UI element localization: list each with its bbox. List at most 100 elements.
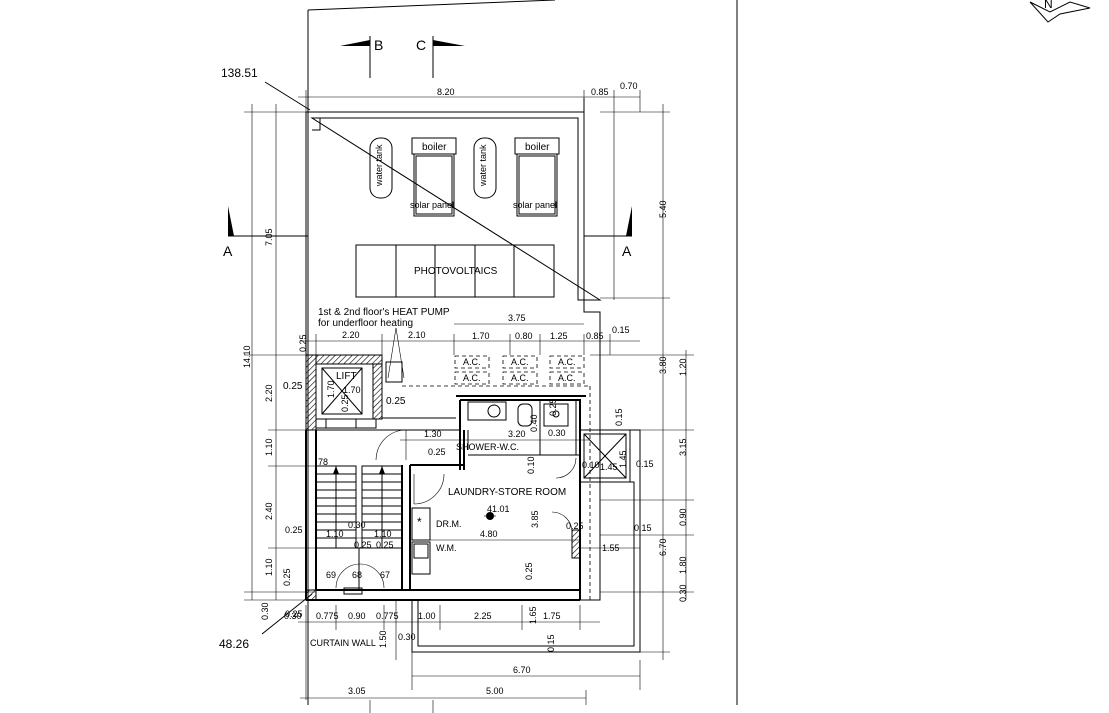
svg-text:1.75: 1.75 xyxy=(543,611,561,621)
staircase: 78 69 68 67 xyxy=(315,457,403,590)
svg-text:0.15: 0.15 xyxy=(612,325,630,335)
svg-text:14.10: 14.10 xyxy=(242,345,252,368)
svg-text:3.80: 3.80 xyxy=(658,356,668,374)
svg-text:41.01: 41.01 xyxy=(487,504,510,514)
svg-text:0.85: 0.85 xyxy=(586,331,604,341)
svg-text:2.20: 2.20 xyxy=(342,330,360,340)
svg-text:A.C.: A.C. xyxy=(558,373,576,383)
svg-text:0.30: 0.30 xyxy=(260,602,270,620)
svg-text:2.20: 2.20 xyxy=(264,384,274,402)
dimension-lines xyxy=(244,90,694,713)
svg-text:B: B xyxy=(374,37,383,53)
svg-text:5.00: 5.00 xyxy=(486,686,504,696)
svg-text:1.70: 1.70 xyxy=(326,380,336,398)
laundry-fixtures: * xyxy=(411,507,496,575)
photovoltaics-panels: PHOTOVOLTAICS xyxy=(355,244,555,298)
north-arrow-icon: N xyxy=(1029,0,1091,23)
svg-text:SHOWER-W.C.: SHOWER-W.C. xyxy=(456,442,519,452)
elevation-bottom: 48.26 xyxy=(219,593,313,651)
svg-text:1.45: 1.45 xyxy=(600,462,618,472)
section-marker-c: C xyxy=(416,36,465,78)
svg-text:6.70: 6.70 xyxy=(658,538,668,556)
svg-text:0.30: 0.30 xyxy=(678,584,688,602)
section-marker-b: B xyxy=(340,36,383,78)
svg-text:for underfloor heating: for underfloor heating xyxy=(318,318,413,329)
svg-text:2.25: 2.25 xyxy=(474,611,492,621)
svg-text:0.25: 0.25 xyxy=(298,334,308,352)
svg-text:1.50: 1.50 xyxy=(378,630,388,648)
svg-text:6.70: 6.70 xyxy=(513,665,531,675)
svg-text:0.10: 0.10 xyxy=(582,460,600,470)
water-tank-1: water tank xyxy=(369,137,393,199)
svg-text:0.10: 0.10 xyxy=(526,456,536,474)
svg-text:68: 68 xyxy=(352,570,362,580)
svg-text:5.40: 5.40 xyxy=(658,200,668,218)
svg-text:water tank: water tank xyxy=(374,144,384,187)
svg-text:0.25: 0.25 xyxy=(285,525,303,535)
svg-text:1.10: 1.10 xyxy=(264,558,274,576)
svg-text:A.C.: A.C. xyxy=(463,373,481,383)
svg-text:PHOTOVOLTAICS: PHOTOVOLTAICS xyxy=(414,266,498,277)
svg-text:A.C.: A.C. xyxy=(558,357,576,367)
svg-text:3.20: 3.20 xyxy=(508,429,526,439)
svg-text:0.15: 0.15 xyxy=(546,634,556,652)
ac-units: A.C. A.C. A.C. A.C. A.C. A.C. xyxy=(454,355,585,385)
svg-text:0.25: 0.25 xyxy=(428,447,446,457)
svg-text:DR.M.: DR.M. xyxy=(436,519,462,529)
svg-text:0.25: 0.25 xyxy=(548,398,558,416)
svg-text:boiler: boiler xyxy=(525,142,550,153)
svg-text:1.10: 1.10 xyxy=(326,529,344,539)
section-marker-a-right: A xyxy=(586,206,632,259)
svg-text:0.30: 0.30 xyxy=(548,428,566,438)
svg-text:0.775: 0.775 xyxy=(316,611,339,621)
doors xyxy=(335,429,577,589)
svg-text:1st & 2nd floor's HEAT PUMP: 1st & 2nd floor's HEAT PUMP xyxy=(318,307,450,318)
svg-text:69: 69 xyxy=(326,570,336,580)
svg-text:78: 78 xyxy=(318,457,328,467)
svg-text:1.45: 1.45 xyxy=(618,450,628,468)
svg-text:C: C xyxy=(416,37,426,53)
dimension-labels: 8.20 0.85 0.70 5.40 3.80 1.20 3.15 0.90 … xyxy=(242,81,688,696)
svg-text:3.15: 3.15 xyxy=(678,438,688,456)
svg-text:solar panel: solar panel xyxy=(410,200,454,210)
svg-text:2.10: 2.10 xyxy=(408,330,426,340)
svg-text:0.25: 0.25 xyxy=(524,562,534,580)
svg-text:1.00: 1.00 xyxy=(418,611,436,621)
lift-shaft: LIFT 1.70 1.70 0.25 0.25 0.25 xyxy=(283,354,406,431)
svg-text:8.20: 8.20 xyxy=(437,87,455,97)
svg-text:4.80: 4.80 xyxy=(480,529,498,539)
svg-text:A.C.: A.C. xyxy=(511,373,529,383)
svg-text:*: * xyxy=(417,515,422,529)
svg-text:W.M.: W.M. xyxy=(436,543,457,553)
svg-text:2.40: 2.40 xyxy=(264,502,274,520)
elevation-top: 138.51 xyxy=(221,66,311,111)
svg-text:LIFT: LIFT xyxy=(336,371,357,382)
svg-text:1.25: 1.25 xyxy=(550,331,568,341)
svg-text:0.80: 0.80 xyxy=(515,331,533,341)
svg-text:0.775: 0.775 xyxy=(376,611,399,621)
svg-text:boiler: boiler xyxy=(422,142,447,153)
svg-text:138.51: 138.51 xyxy=(221,66,258,80)
svg-text:0.25: 0.25 xyxy=(354,540,372,550)
svg-text:0.25: 0.25 xyxy=(283,381,303,392)
shower-wc-fixtures xyxy=(467,401,569,450)
svg-text:67: 67 xyxy=(380,570,390,580)
svg-text:1.65: 1.65 xyxy=(528,606,538,624)
svg-text:1.20: 1.20 xyxy=(678,358,688,376)
svg-text:0.70: 0.70 xyxy=(620,81,638,91)
svg-text:N: N xyxy=(1044,0,1053,11)
boiler-solar-panel-2: boiler solar panel xyxy=(513,137,560,217)
svg-text:0.25: 0.25 xyxy=(285,609,303,619)
svg-text:0.85: 0.85 xyxy=(591,87,609,97)
svg-text:0.15: 0.15 xyxy=(636,459,654,469)
svg-text:1.55: 1.55 xyxy=(602,543,620,553)
svg-text:0.25: 0.25 xyxy=(282,568,292,586)
svg-text:0.90: 0.90 xyxy=(348,611,366,621)
svg-text:1.70: 1.70 xyxy=(472,331,490,341)
svg-text:3.05: 3.05 xyxy=(348,686,366,696)
svg-text:CURTAIN WALL: CURTAIN WALL xyxy=(310,638,376,648)
svg-text:LAUNDRY-STORE ROOM: LAUNDRY-STORE ROOM xyxy=(448,487,566,498)
svg-text:0.15: 0.15 xyxy=(614,408,624,426)
svg-text:0.30: 0.30 xyxy=(284,611,302,621)
